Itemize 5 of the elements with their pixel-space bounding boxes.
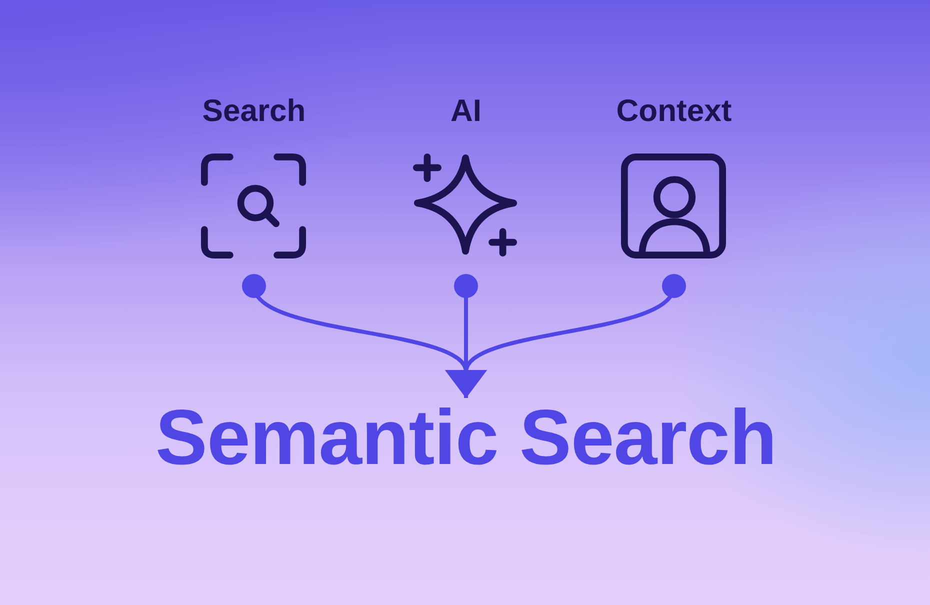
category-label: AI bbox=[450, 92, 482, 129]
result-title: Semantic Search bbox=[154, 398, 778, 476]
connector-arrow bbox=[445, 274, 686, 398]
category-label: Search bbox=[201, 92, 307, 129]
category-label: Context bbox=[615, 92, 733, 129]
